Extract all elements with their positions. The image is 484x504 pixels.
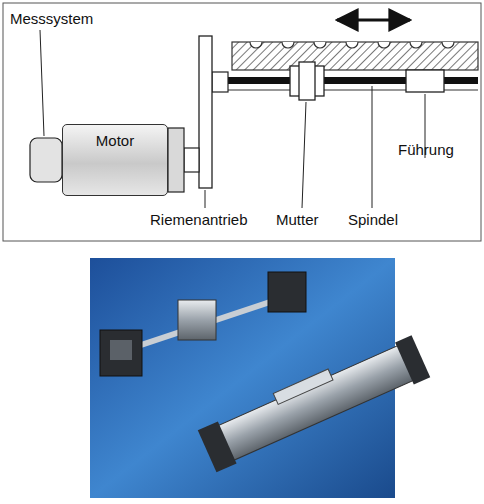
motor-flange (168, 128, 184, 192)
leader-line (205, 190, 206, 208)
bearing-block (100, 330, 142, 376)
actuator-endcap (198, 421, 237, 472)
nut-body (299, 62, 315, 100)
panel-frame (3, 3, 481, 241)
t-slot (282, 42, 294, 48)
leader-line (302, 102, 306, 208)
bearing-block (268, 272, 306, 312)
leader-line (372, 86, 373, 208)
part-label: Messsystem (10, 11, 93, 28)
leader-lines (40, 30, 425, 208)
actuator-endcap (395, 335, 430, 384)
t-slot (378, 42, 390, 48)
slide-table (232, 42, 478, 70)
leader-line (40, 30, 44, 136)
motor-box: Motor (62, 124, 168, 196)
coupling (212, 72, 228, 92)
pulley (184, 148, 199, 172)
part-label: Spindel (348, 212, 398, 229)
bearing (110, 340, 132, 360)
motion-arrow (337, 19, 410, 22)
t-slot (346, 42, 358, 48)
guide-block (406, 70, 444, 92)
t-slot (314, 42, 326, 48)
t-slots (250, 42, 454, 48)
linear-actuator (197, 332, 431, 472)
actuator-carriage (273, 369, 333, 404)
belt-drive (199, 36, 212, 188)
ball-nut (178, 300, 216, 340)
t-slot (410, 42, 422, 48)
encoder (30, 138, 62, 182)
t-slot (442, 42, 454, 48)
part-label: Riemenantrieb (150, 212, 248, 229)
ball-screw (100, 272, 306, 376)
actuator-profile (217, 345, 415, 461)
node-text: Motor (96, 133, 134, 150)
part-label: Mutter (276, 212, 319, 229)
part-label: Führung (398, 142, 454, 159)
t-slot (250, 42, 262, 48)
